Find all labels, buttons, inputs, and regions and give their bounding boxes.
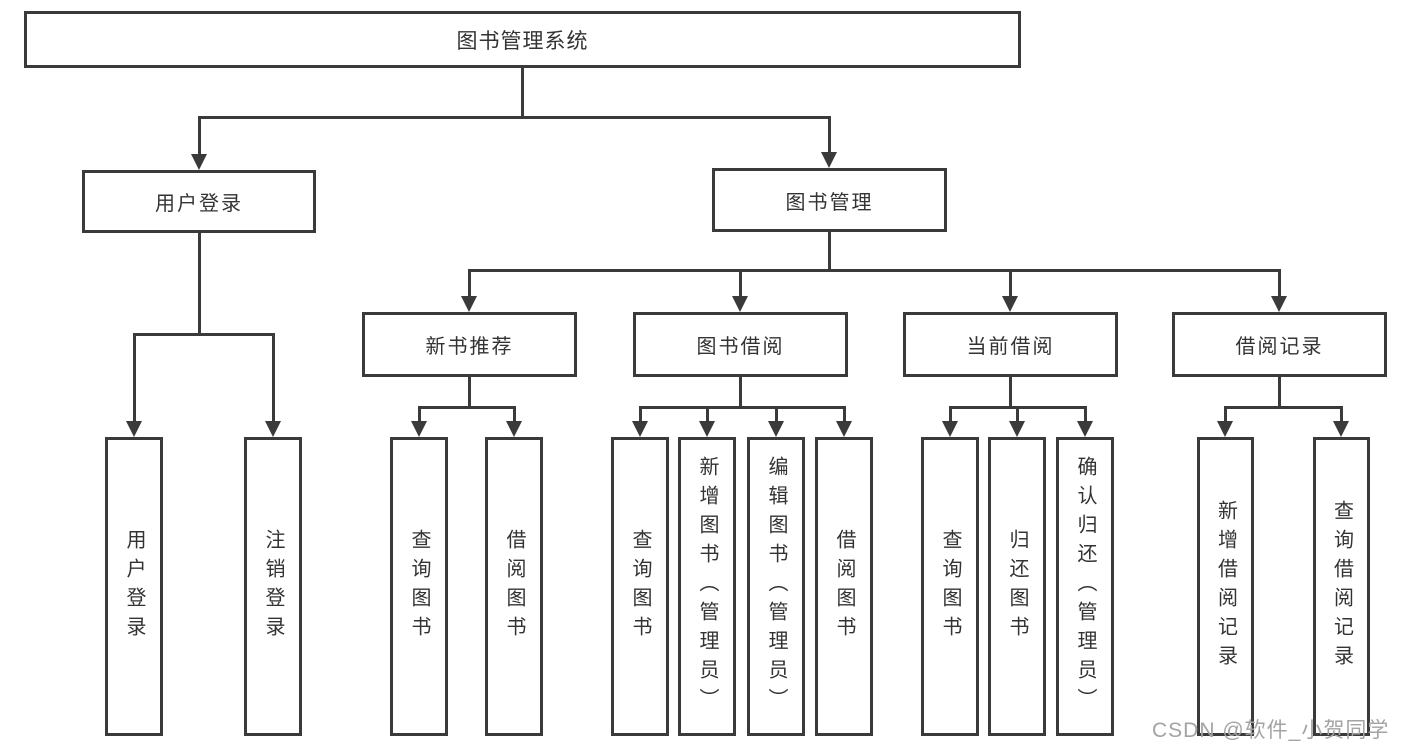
arrow-down-icon [821,152,837,168]
connector-drop-leaf [949,406,952,421]
leaf-add-books-admin-label: 新增图书（管理员） [696,456,718,717]
arrow-down-icon [1333,421,1349,437]
arrow-down-icon [461,296,477,312]
arrow-down-icon [632,421,648,437]
connector-drop-level3 [468,269,471,296]
leaf-edit-books-admin-label: 编辑图书（管理员） [765,456,787,717]
connector-drop-book-management [828,116,831,152]
csdn-watermark: CSDN @软件_小贺同学 [1152,719,1390,742]
leaf-edit-books-admin: 编辑图书（管理员） [747,437,805,736]
leaf-query-borrow-record: 查询借阅记录 [1313,437,1370,736]
connector-branch [1224,406,1343,409]
arrow-down-icon [1217,421,1233,437]
leaf-confirm-return-admin: 确认归还（管理员） [1056,437,1114,736]
leaf-query-books-current: 查询图书 [921,437,979,736]
connector-drop-leaf [1084,406,1087,421]
leaf-return-books: 归还图书 [988,437,1046,736]
arrow-down-icon [1002,296,1018,312]
connector-root-stem [521,68,524,118]
leaf-query-books-recommend: 查询图书 [390,437,448,736]
node-library-management-system: 图书管理系统 [24,11,1021,68]
arrow-down-icon [506,421,522,437]
connector-drop-user-login [198,116,201,154]
connector-drop-leaf [133,333,136,421]
leaf-user-login: 用户登录 [105,437,163,736]
connector-drop-leaf [843,406,846,421]
leaf-user-login-label: 用户登录 [123,528,145,645]
connector-stem [468,377,471,406]
connector-drop-leaf [706,406,709,421]
connector-drop-leaf [513,406,516,421]
connector-book-management-branch [468,269,1280,272]
leaf-query-books-borrowing-label: 查询图书 [629,528,651,645]
connector-drop-leaf [639,406,642,421]
connector-book-management-stem [828,232,831,271]
leaf-query-books-current-label: 查询图书 [939,528,961,645]
connector-drop-leaf [272,333,275,421]
node-book-management: 图书管理 [712,168,947,232]
connector-stem [739,377,742,406]
connector-stem [1009,377,1012,406]
arrow-down-icon [1077,421,1093,437]
arrow-down-icon [732,296,748,312]
connector-user-login-stem [198,233,201,335]
arrow-down-icon [1271,296,1287,312]
connector-stem [1278,377,1281,406]
connector-drop-leaf [1340,406,1343,421]
arrow-down-icon [768,421,784,437]
leaf-add-borrow-record: 新增借阅记录 [1197,437,1254,736]
leaf-borrow-books-recommend-label: 借阅图书 [503,528,525,645]
leaf-borrow-books-recommend: 借阅图书 [485,437,543,736]
leaf-query-borrow-record-label: 查询借阅记录 [1330,499,1353,674]
connector-drop-level3 [739,269,742,296]
connector-drop-leaf [775,406,778,421]
connector-branch [418,406,516,409]
leaf-return-books-label: 归还图书 [1006,528,1028,645]
arrow-down-icon [836,421,852,437]
node-current-borrowing: 当前借阅 [903,312,1118,377]
leaf-add-borrow-record-label: 新增借阅记录 [1214,499,1237,674]
arrow-down-icon [191,154,207,170]
connector-drop-leaf [418,406,421,421]
leaf-add-books-admin: 新增图书（管理员） [678,437,736,736]
connector-root-branch [199,116,829,119]
node-user-login: 用户登录 [82,170,316,233]
leaf-query-books-recommend-label: 查询图书 [408,528,430,645]
leaf-logout-label: 注销登录 [262,528,284,645]
arrow-down-icon [411,421,427,437]
leaf-query-books-borrowing: 查询图书 [611,437,669,736]
connector-drop-level3 [1009,269,1012,296]
arrow-down-icon [699,421,715,437]
connector-user-login-branch [133,333,273,336]
node-borrowing-records: 借阅记录 [1172,312,1387,377]
connector-drop-leaf [1224,406,1227,421]
connector-drop-level3 [1278,269,1281,296]
leaf-confirm-return-admin-label: 确认归还（管理员） [1074,456,1096,717]
node-new-book-recommendation: 新书推荐 [362,312,577,377]
arrow-down-icon [126,421,142,437]
node-book-borrowing: 图书借阅 [633,312,848,377]
arrow-down-icon [942,421,958,437]
leaf-borrow-books: 借阅图书 [815,437,873,736]
arrow-down-icon [1009,421,1025,437]
leaf-borrow-books-label: 借阅图书 [833,528,855,645]
connector-branch [639,406,845,409]
leaf-logout: 注销登录 [244,437,302,736]
arrow-down-icon [265,421,281,437]
connector-drop-leaf [1016,406,1019,421]
